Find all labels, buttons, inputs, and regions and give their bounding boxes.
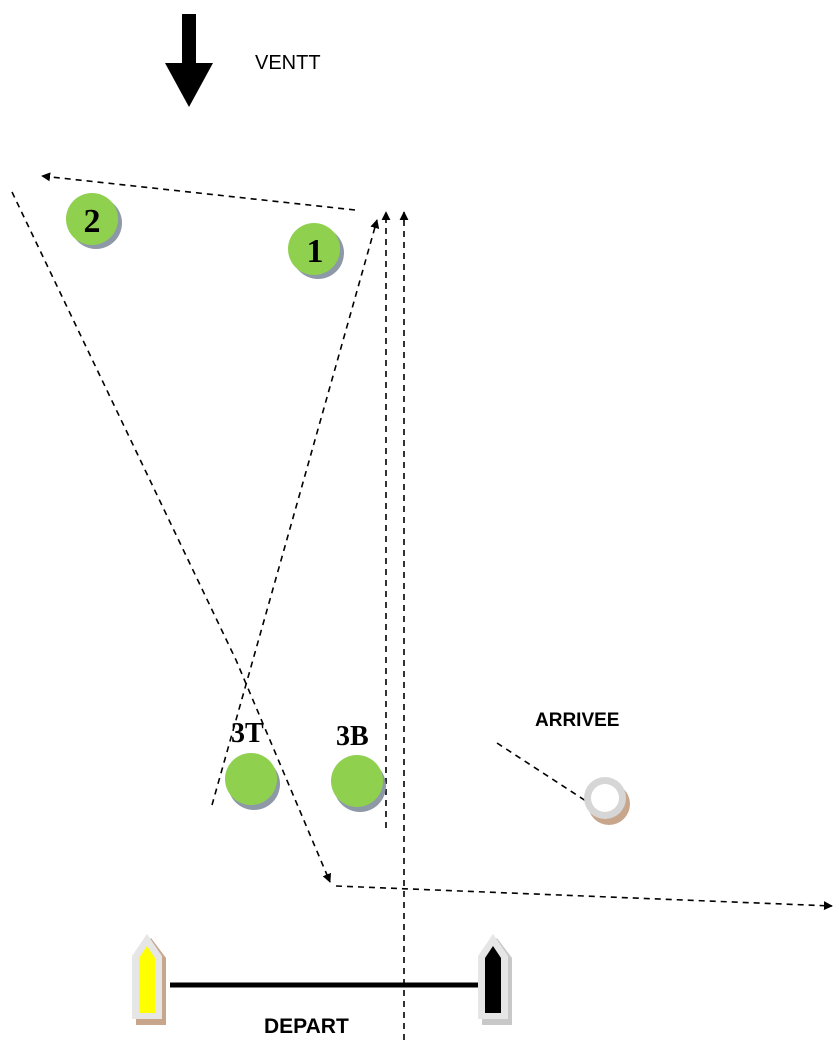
mark-2-buoy: 2 [66, 193, 122, 249]
mark-2-label: 2 [84, 203, 101, 240]
start-label: DEPART [264, 1015, 349, 1038]
leg-3T-to-1 [211, 219, 380, 806]
leg-2-to-gate [11, 191, 331, 883]
leg-to-right [335, 885, 833, 911]
mark-1-buoy: 1 [288, 223, 344, 279]
mark-3T-label: 3T [231, 718, 264, 749]
finish-label: ARRIVEE [535, 710, 619, 731]
pin-end-boat-icon [132, 934, 166, 1025]
leg-1-to-2 [41, 172, 356, 211]
wind-label: VENTT [255, 52, 321, 74]
course-legs [11, 172, 833, 1040]
committee-boat-icon [478, 934, 512, 1025]
mark-3B-buoy [331, 755, 386, 812]
mark-3B-label: 3B [336, 721, 369, 752]
mark-1-label: 1 [307, 233, 324, 270]
mark-3T-buoy [225, 753, 280, 810]
leg-to-finish [496, 742, 590, 804]
finish-buoy [584, 777, 630, 825]
wind-arrow-down-icon [165, 14, 213, 107]
